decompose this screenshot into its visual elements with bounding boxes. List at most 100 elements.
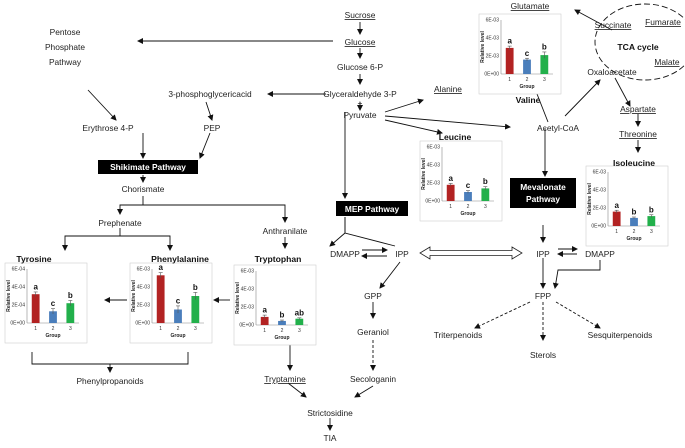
significance-letter: b [649, 205, 654, 214]
node-succinate: Succinate [595, 20, 632, 30]
node-alanine: Alanine [434, 84, 462, 94]
significance-letter: c [51, 299, 56, 308]
significance-letter: c [466, 181, 471, 190]
y-tick-label: 0E+00 [10, 321, 25, 327]
node-anthranilate: Anthranilate [263, 226, 308, 236]
node-fumarate: Fumarate [645, 17, 681, 27]
node-ipp-mep: IPP [395, 249, 409, 259]
mep-pathway-box: MEP Pathway [336, 201, 408, 216]
x-tick-label: 2 [281, 328, 284, 334]
chart-frame [478, 13, 562, 95]
node-pentose: Pentose [50, 27, 81, 37]
x-tick-label: 3 [298, 328, 301, 334]
chart-title: Valine [516, 95, 541, 105]
significance-letter: ab [295, 308, 304, 317]
significance-letter: b [193, 283, 198, 292]
bar-group-1 [31, 294, 40, 323]
x-axis-label: Group [627, 236, 642, 242]
node-phosphate: Phosphate [45, 42, 85, 52]
x-tick-label: 3 [543, 77, 546, 83]
node-3pga: 3-phosphoglycericacid [168, 89, 252, 99]
node-glucose-6p: Glucose 6-P [337, 62, 383, 72]
y-axis-label: Relative level [6, 280, 12, 312]
significance-letter: b [280, 311, 285, 320]
node-chorismate: Chorismate [122, 184, 165, 194]
y-tick-label: 2E-03 [486, 54, 500, 60]
node-gap: Glyceraldehyde 3-P [323, 89, 397, 99]
x-tick-label: 2 [526, 77, 529, 83]
y-axis-label: Relative level [587, 183, 593, 215]
node-threonine: Threonine [619, 129, 657, 139]
y-tick-label: 4E-03 [593, 188, 607, 194]
x-tick-label: 2 [52, 326, 55, 332]
node-sesquiterpenoids: Sesquiterpenoids [588, 330, 653, 340]
bar-group-1 [260, 316, 269, 325]
node-phenylpropanoids: Phenylpropanoids [76, 376, 143, 386]
y-axis-label: Relative level [131, 280, 137, 312]
y-tick-label: 2E-03 [593, 206, 607, 212]
bar-group-3 [191, 296, 200, 323]
y-tick-label: 0E+00 [484, 72, 499, 78]
node-malate: Malate [654, 57, 679, 67]
x-tick-label: 3 [69, 326, 72, 332]
node-dmapp-mep: DMAPP [330, 249, 360, 259]
bar-group-2 [523, 59, 531, 74]
ipp-exchange-arrow [419, 246, 523, 260]
pathway-labels: Sucrose Glucose Glucose 6-P Pentose Phos… [45, 1, 681, 443]
x-axis-label: Group [46, 333, 61, 339]
node-geraniol: Geraniol [357, 327, 389, 337]
y-axis-label: Relative level [480, 31, 486, 63]
x-tick-label: 1 [615, 229, 618, 235]
significance-letter: b [483, 177, 488, 186]
chart-frame [4, 262, 88, 344]
significance-letter: c [176, 296, 181, 305]
y-tick-label: 0E+00 [239, 323, 254, 329]
y-tick-label: 6E-03 [241, 269, 255, 275]
node-sterols: Sterols [530, 350, 556, 360]
mevalonate-pathway-box: Mevalonate Pathway [510, 178, 576, 208]
bar-group-2 [630, 217, 638, 226]
bar-group-2 [464, 192, 472, 201]
y-tick-label: 6E-04 [12, 267, 26, 273]
x-axis-label: Group [275, 335, 290, 341]
x-tick-label: 2 [467, 204, 470, 210]
significance-letter: b [542, 42, 547, 51]
node-plus: + [358, 98, 363, 108]
y-tick-label: 2E-03 [241, 305, 255, 311]
significance-letter: a [262, 306, 267, 315]
node-aspartate: Aspartate [620, 104, 656, 114]
bar-group-2 [174, 309, 182, 323]
node-acetylcoa: Acetyl-CoA [537, 123, 579, 133]
x-tick-label: 3 [194, 326, 197, 332]
chart-title: Tyrosine [16, 254, 51, 264]
x-tick-label: 1 [159, 326, 162, 332]
bar-group-1 [505, 47, 514, 74]
x-tick-label: 3 [650, 229, 653, 235]
y-tick-label: 0E+00 [425, 199, 440, 205]
bar-group-1 [156, 275, 165, 323]
y-axis-label: Relative level [421, 158, 427, 190]
node-ipp-mev: IPP [536, 249, 550, 259]
y-tick-label: 6E-03 [486, 18, 500, 24]
y-tick-label: 6E-03 [427, 145, 441, 151]
chart-title: Isoleucine [613, 158, 655, 168]
chart-frame [233, 264, 317, 346]
node-strictosidine: Strictosidine [307, 408, 353, 418]
y-tick-label: 6E-03 [593, 170, 607, 176]
x-tick-label: 1 [508, 77, 511, 83]
chart-title: Tryptophan [255, 254, 302, 264]
bar-group-3 [540, 55, 549, 74]
node-secologanin: Secologanin [350, 374, 396, 384]
bar-group-3 [481, 188, 490, 201]
node-glutamate: Glutamate [511, 1, 550, 11]
node-triterpenoids: Triterpenoids [434, 330, 483, 340]
y-tick-label: 4E-03 [486, 36, 500, 42]
shikimate-pathway-label: Shikimate Pathway [110, 162, 186, 172]
node-glucose: Glucose [345, 37, 376, 47]
x-tick-label: 3 [484, 204, 487, 210]
chart-frame [419, 140, 503, 222]
x-axis-label: Group [171, 333, 186, 339]
chart-title: Phenylalanine [151, 254, 209, 264]
